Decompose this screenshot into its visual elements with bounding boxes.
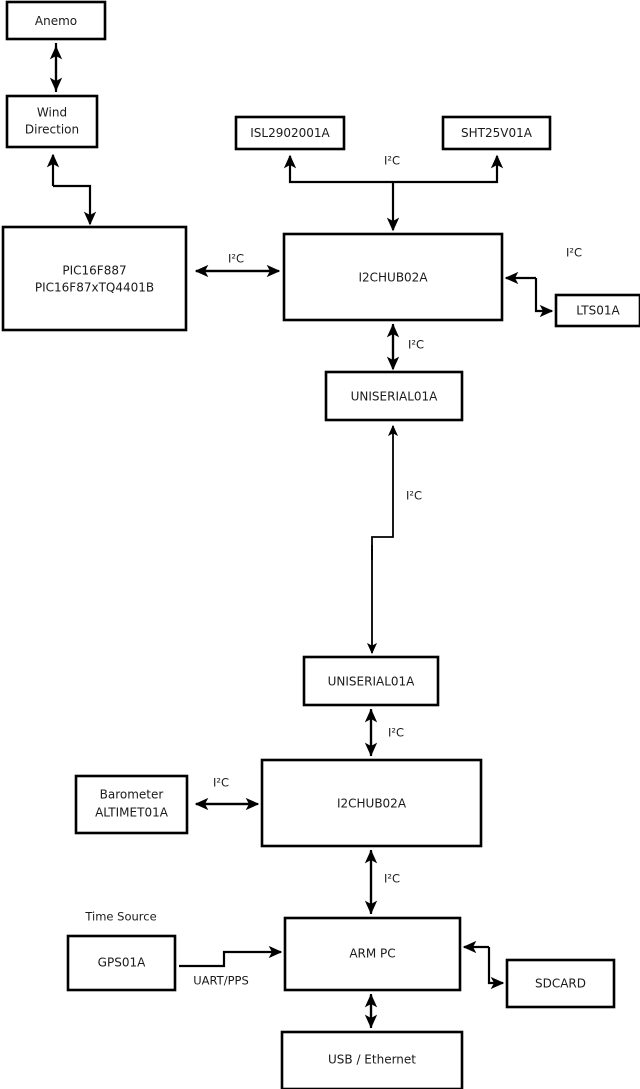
node-gps01a-box[interactable] — [66, 934, 177, 992]
node-i2chub02a-bottom-box[interactable] — [260, 758, 483, 848]
node-arm-pc[interactable]: ARM PC — [283, 916, 462, 992]
node-pic16f887-label-line2: PIC16F87xTQ4401B — [35, 281, 154, 295]
node-wind-direction-label-line2: Direction — [25, 123, 79, 137]
node-gps01a-label: GPS01A — [98, 956, 146, 970]
edge-label-i2c-hub-fork: I²C — [384, 154, 400, 168]
node-i2chub02a-top-box[interactable] — [282, 232, 504, 322]
edge-labels-layer: I²C I²C I²C I²C I²C I²C I²C I²C UART/PPS — [193, 154, 582, 988]
node-i2chub02a-top-label: I2CHUB02A — [358, 271, 428, 285]
connections-layer — [46, 43, 554, 1029]
connection-armpc-sdcard — [462, 940, 505, 990]
node-uniserial01a-lower-label: UNISERIAL01A — [328, 675, 416, 689]
node-i2chub02a-bottom[interactable]: I2CHUB02A — [260, 758, 483, 848]
connection-hub-top-fork — [283, 154, 504, 232]
node-wind-direction-box[interactable] — [5, 94, 99, 149]
node-barometer-altimet01a[interactable]: Barometer ALTIMET01A — [74, 774, 189, 835]
node-uniserial01a-lower[interactable]: UNISERIAL01A — [302, 655, 440, 707]
node-i2chub02a-top[interactable]: I2CHUB02A — [282, 232, 504, 322]
node-uniserial01a-upper[interactable]: UNISERIAL01A — [324, 370, 464, 422]
node-wind-direction-label-line1: Wind — [37, 106, 67, 120]
node-pic16f887-box[interactable] — [1, 225, 188, 332]
edge-label-i2c-hub-armpc: I²C — [384, 872, 400, 886]
edge-label-i2c-pic-hub: I²C — [228, 252, 244, 266]
node-barometer-label-line2: ALTIMET01A — [95, 806, 169, 820]
edge-label-i2c-hub-uniserial-upper: I²C — [408, 338, 424, 352]
node-usb-ethernet[interactable]: USB / Ethernet — [280, 1030, 464, 1089]
edge-label-i2c-barometer-hub: I²C — [213, 776, 229, 790]
node-i2chub02a-bottom-label: I2CHUB02A — [337, 797, 407, 811]
connection-hub-top-lts — [504, 271, 554, 318]
connection-gps-armpc — [179, 945, 283, 968]
node-lts01a-label: LTS01A — [576, 304, 620, 318]
node-uniserial01a-upper-box[interactable] — [324, 370, 464, 422]
node-usb-ethernet-box[interactable] — [280, 1030, 464, 1089]
edge-label-i2c-uniserial-uniserial: I²C — [406, 489, 422, 503]
node-arm-pc-label: ARM PC — [349, 947, 395, 961]
node-sht25v01a[interactable]: SHT25V01A — [441, 115, 552, 151]
edge-label-i2c-hub-lts: I²C — [566, 246, 582, 260]
node-isl2902001a-label: ISL2902001A — [250, 126, 330, 140]
node-lts01a[interactable]: LTS01A — [554, 293, 640, 328]
connection-wind-pic — [46, 153, 97, 226]
node-barometer-altimet01a-box[interactable] — [74, 774, 189, 835]
node-wind-direction[interactable]: Wind Direction — [5, 94, 99, 149]
node-anemo-label: Anemo — [35, 14, 77, 28]
edge-label-i2c-uniserial-lower-hub: I²C — [388, 726, 404, 740]
node-isl2902001a[interactable]: ISL2902001A — [234, 115, 346, 151]
node-arm-pc-box[interactable] — [283, 916, 462, 992]
node-lts01a-box[interactable] — [554, 293, 640, 328]
node-anemo-box[interactable] — [5, 0, 107, 41]
node-pic16f887-label-line1: PIC16F887 — [62, 264, 126, 278]
free-labels-layer: Time Source — [84, 910, 156, 924]
node-pic16f887[interactable]: PIC16F887 PIC16F87xTQ4401B — [1, 225, 188, 332]
node-usb-ethernet-label: USB / Ethernet — [328, 1053, 416, 1067]
node-anemo[interactable]: Anemo — [5, 0, 107, 41]
connection-uniserial-a-uniserial-b — [366, 424, 399, 655]
node-barometer-label-line1: Barometer — [100, 788, 164, 802]
node-sht25v01a-box[interactable] — [441, 115, 552, 151]
node-uniserial01a-upper-label: UNISERIAL01A — [351, 390, 439, 404]
edge-label-uart-pps: UART/PPS — [193, 974, 249, 988]
node-sdcard-label: SDCARD — [535, 977, 586, 991]
node-gps01a[interactable]: GPS01A — [66, 934, 177, 992]
node-isl2902001a-box[interactable] — [234, 115, 346, 151]
node-sdcard[interactable]: SDCARD — [505, 958, 616, 1009]
node-sht25v01a-label: SHT25V01A — [461, 126, 533, 140]
label-time-source: Time Source — [84, 910, 156, 924]
node-uniserial01a-lower-box[interactable] — [302, 655, 440, 707]
node-sdcard-box[interactable] — [505, 958, 616, 1009]
